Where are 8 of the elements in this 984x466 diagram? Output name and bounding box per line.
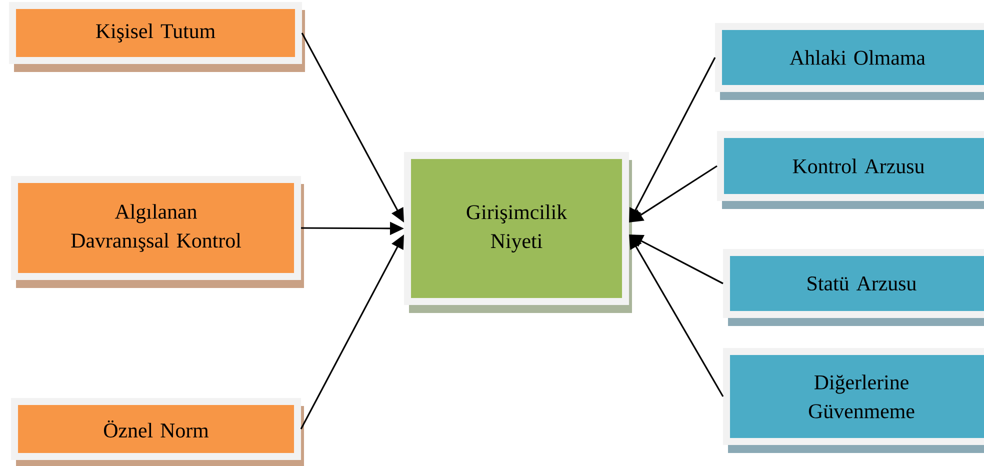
concept-box: Algılanan Davranışsal Kontrol — [11, 176, 304, 288]
concept-box: Kişisel Tutum — [9, 2, 305, 72]
concept-box: Diğerlerine Güvenmeme — [723, 348, 984, 453]
concept-box: Kontrol Arzusu — [717, 131, 984, 209]
concept-box: Ahlaki Olmama — [715, 23, 984, 100]
concept-box: Statü Arzusu — [723, 249, 984, 326]
concept-box: Girişimcilik Niyeti — [404, 152, 632, 313]
concept-box: Öznel Norm — [11, 398, 304, 466]
